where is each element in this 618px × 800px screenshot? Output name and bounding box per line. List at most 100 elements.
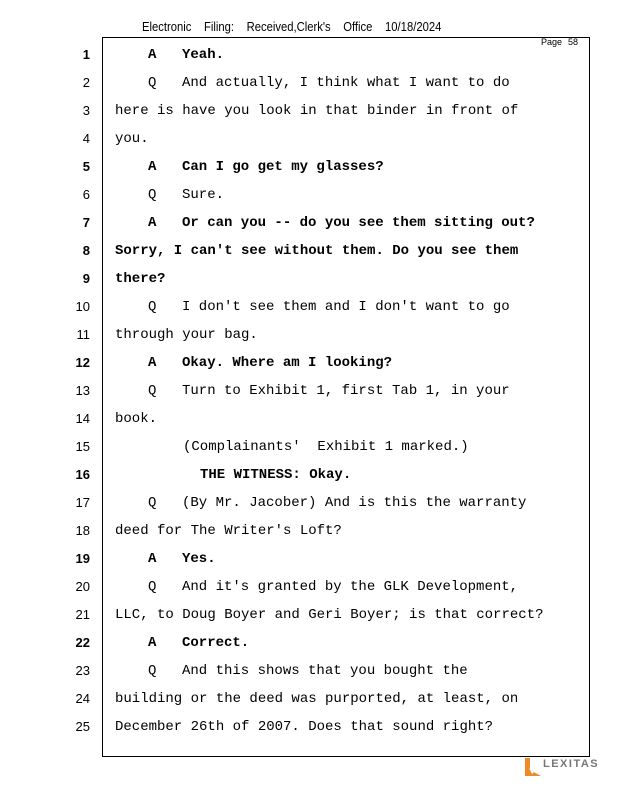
line-text: through your bag.: [115, 327, 258, 343]
line-text: Sorry, I can't see without them. Do you …: [115, 243, 518, 259]
transcript-line: 3 here is have you look in that binder in…: [0, 103, 618, 131]
speaker-label: A: [148, 47, 157, 63]
line-text: there?: [115, 271, 165, 287]
transcript-line: 15 (Complainants' Exhibit 1 marked.): [0, 439, 618, 467]
line-text: here is have you look in that binder in …: [115, 103, 518, 119]
speaker-label: Q: [148, 495, 157, 511]
testimony-text: building or the deed was purported, at l…: [115, 691, 519, 707]
testimony-text: (By Mr. Jacober) And is this the warrant…: [182, 495, 527, 511]
testimony-text: Yes.: [182, 551, 216, 567]
page-number-value: 58: [567, 37, 578, 47]
filing-word: Received,Clerk's: [246, 20, 331, 34]
line-number: 4: [82, 131, 90, 146]
line-text: Q And actually, I think what I want to do: [148, 75, 510, 91]
line-text: building or the deed was purported, at l…: [115, 691, 518, 707]
line-text: Q And this shows that you bought the: [148, 663, 468, 679]
testimony-text: deed for The Writer's Loft?: [115, 523, 342, 539]
speaker-label: Q: [148, 299, 157, 315]
line-number: 2: [82, 75, 90, 90]
line-text: deed for The Writer's Loft?: [115, 523, 342, 539]
transcript-line: 4 you.: [0, 131, 618, 159]
line-number: 23: [75, 663, 90, 678]
testimony-text: Sorry, I can't see without them. Do you …: [115, 243, 519, 259]
line-number: 21: [75, 607, 90, 622]
line-text: you.: [115, 131, 149, 147]
testimony-text: there?: [115, 271, 166, 287]
line-number: 8: [82, 243, 90, 258]
testimony-text: And actually, I think what I want to do: [182, 75, 510, 91]
filing-word: Office: [343, 20, 373, 34]
testimony-text: THE WITNESS: Okay.: [200, 467, 352, 483]
transcript-line: 24 building or the deed was purported, at…: [0, 691, 618, 719]
line-number: 10: [75, 299, 90, 314]
line-number: 17: [75, 495, 90, 510]
line-number: 22: [75, 635, 90, 650]
speaker-label: A: [148, 551, 157, 567]
line-text: (Complainants' Exhibit 1 marked.): [183, 439, 469, 455]
speaker-label: Q: [148, 187, 157, 203]
testimony-text: Can I go get my glasses?: [182, 159, 384, 175]
testimony-text: Correct.: [182, 635, 250, 651]
filing-word: Electronic: [142, 20, 192, 34]
line-text: book.: [115, 411, 157, 427]
line-number: 16: [75, 467, 90, 482]
line-text: A Yeah.: [148, 47, 224, 63]
testimony-text: Or can you -- do you see them sitting ou…: [182, 215, 535, 231]
transcript-line: 2 Q And actually, I think what I want to d…: [0, 75, 618, 103]
testimony-text: through your bag.: [115, 327, 258, 343]
line-number: 1: [82, 47, 90, 62]
logo-text: LEXITAS: [543, 758, 600, 770]
line-number: 6: [82, 187, 90, 202]
transcript-line: 22 A Correct.: [0, 635, 618, 663]
transcript-line: 25 December 26th of 2007. Does that sound…: [0, 719, 618, 747]
speaker-label: A: [148, 215, 157, 231]
line-number: 24: [75, 691, 90, 706]
transcript-line: 5 A Can I go get my glasses?: [0, 159, 618, 187]
line-text: Q (By Mr. Jacober) And is this the warran…: [148, 495, 526, 511]
line-text: A Yes.: [148, 551, 216, 567]
line-text: A Or can you -- do you see them sitting o…: [148, 215, 535, 231]
line-text: A Can I go get my glasses?: [148, 159, 384, 175]
testimony-text: And this shows that you bought the: [182, 663, 468, 679]
speaker-label: A: [148, 159, 157, 175]
line-number: 12: [75, 355, 90, 370]
line-number: 13: [75, 383, 90, 398]
testimony-text: Turn to Exhibit 1, first Tab 1, in your: [182, 383, 510, 399]
line-number: 5: [82, 159, 90, 174]
speaker-label: Q: [148, 663, 157, 679]
speaker-label: A: [148, 355, 157, 371]
testimony-text: book.: [115, 411, 158, 427]
line-text: December 26th of 2007. Does that sound r…: [115, 719, 493, 735]
line-number: 11: [76, 327, 91, 342]
speaker-label: Q: [148, 579, 157, 595]
transcript-line: 23 Q And this shows that you bought the: [0, 663, 618, 691]
testimony-text: (Complainants' Exhibit 1 marked.): [183, 439, 469, 455]
transcript-line: 1 A Yeah.: [0, 47, 618, 75]
testimony-text: you.: [115, 131, 149, 147]
transcript-line: 7 A Or can you -- do you see them sitting …: [0, 215, 618, 243]
speaker-label: Q: [148, 75, 157, 91]
page-label: Page: [540, 37, 562, 47]
testimony-text: Yeah.: [182, 47, 225, 63]
testimony-text: here is have you look in that binder in …: [115, 103, 519, 119]
line-number: 15: [75, 439, 90, 454]
line-number: 25: [75, 719, 90, 734]
line-text: LLC, to Doug Boyer and Geri Boyer; is th…: [115, 607, 543, 623]
transcript-line: 21 LLC, to Doug Boyer and Geri Boyer; is …: [0, 607, 618, 635]
transcript-line: 17 Q (By Mr. Jacober) And is this the warr…: [0, 495, 618, 523]
line-number: 20: [75, 579, 90, 594]
line-number: 9: [82, 271, 90, 286]
transcript-line: 8 Sorry, I can't see without them. Do you…: [0, 243, 618, 271]
line-number: 18: [75, 523, 90, 538]
line-number: 7: [82, 215, 90, 230]
speaker-label: A: [148, 635, 157, 651]
line-number: 3: [82, 103, 90, 118]
